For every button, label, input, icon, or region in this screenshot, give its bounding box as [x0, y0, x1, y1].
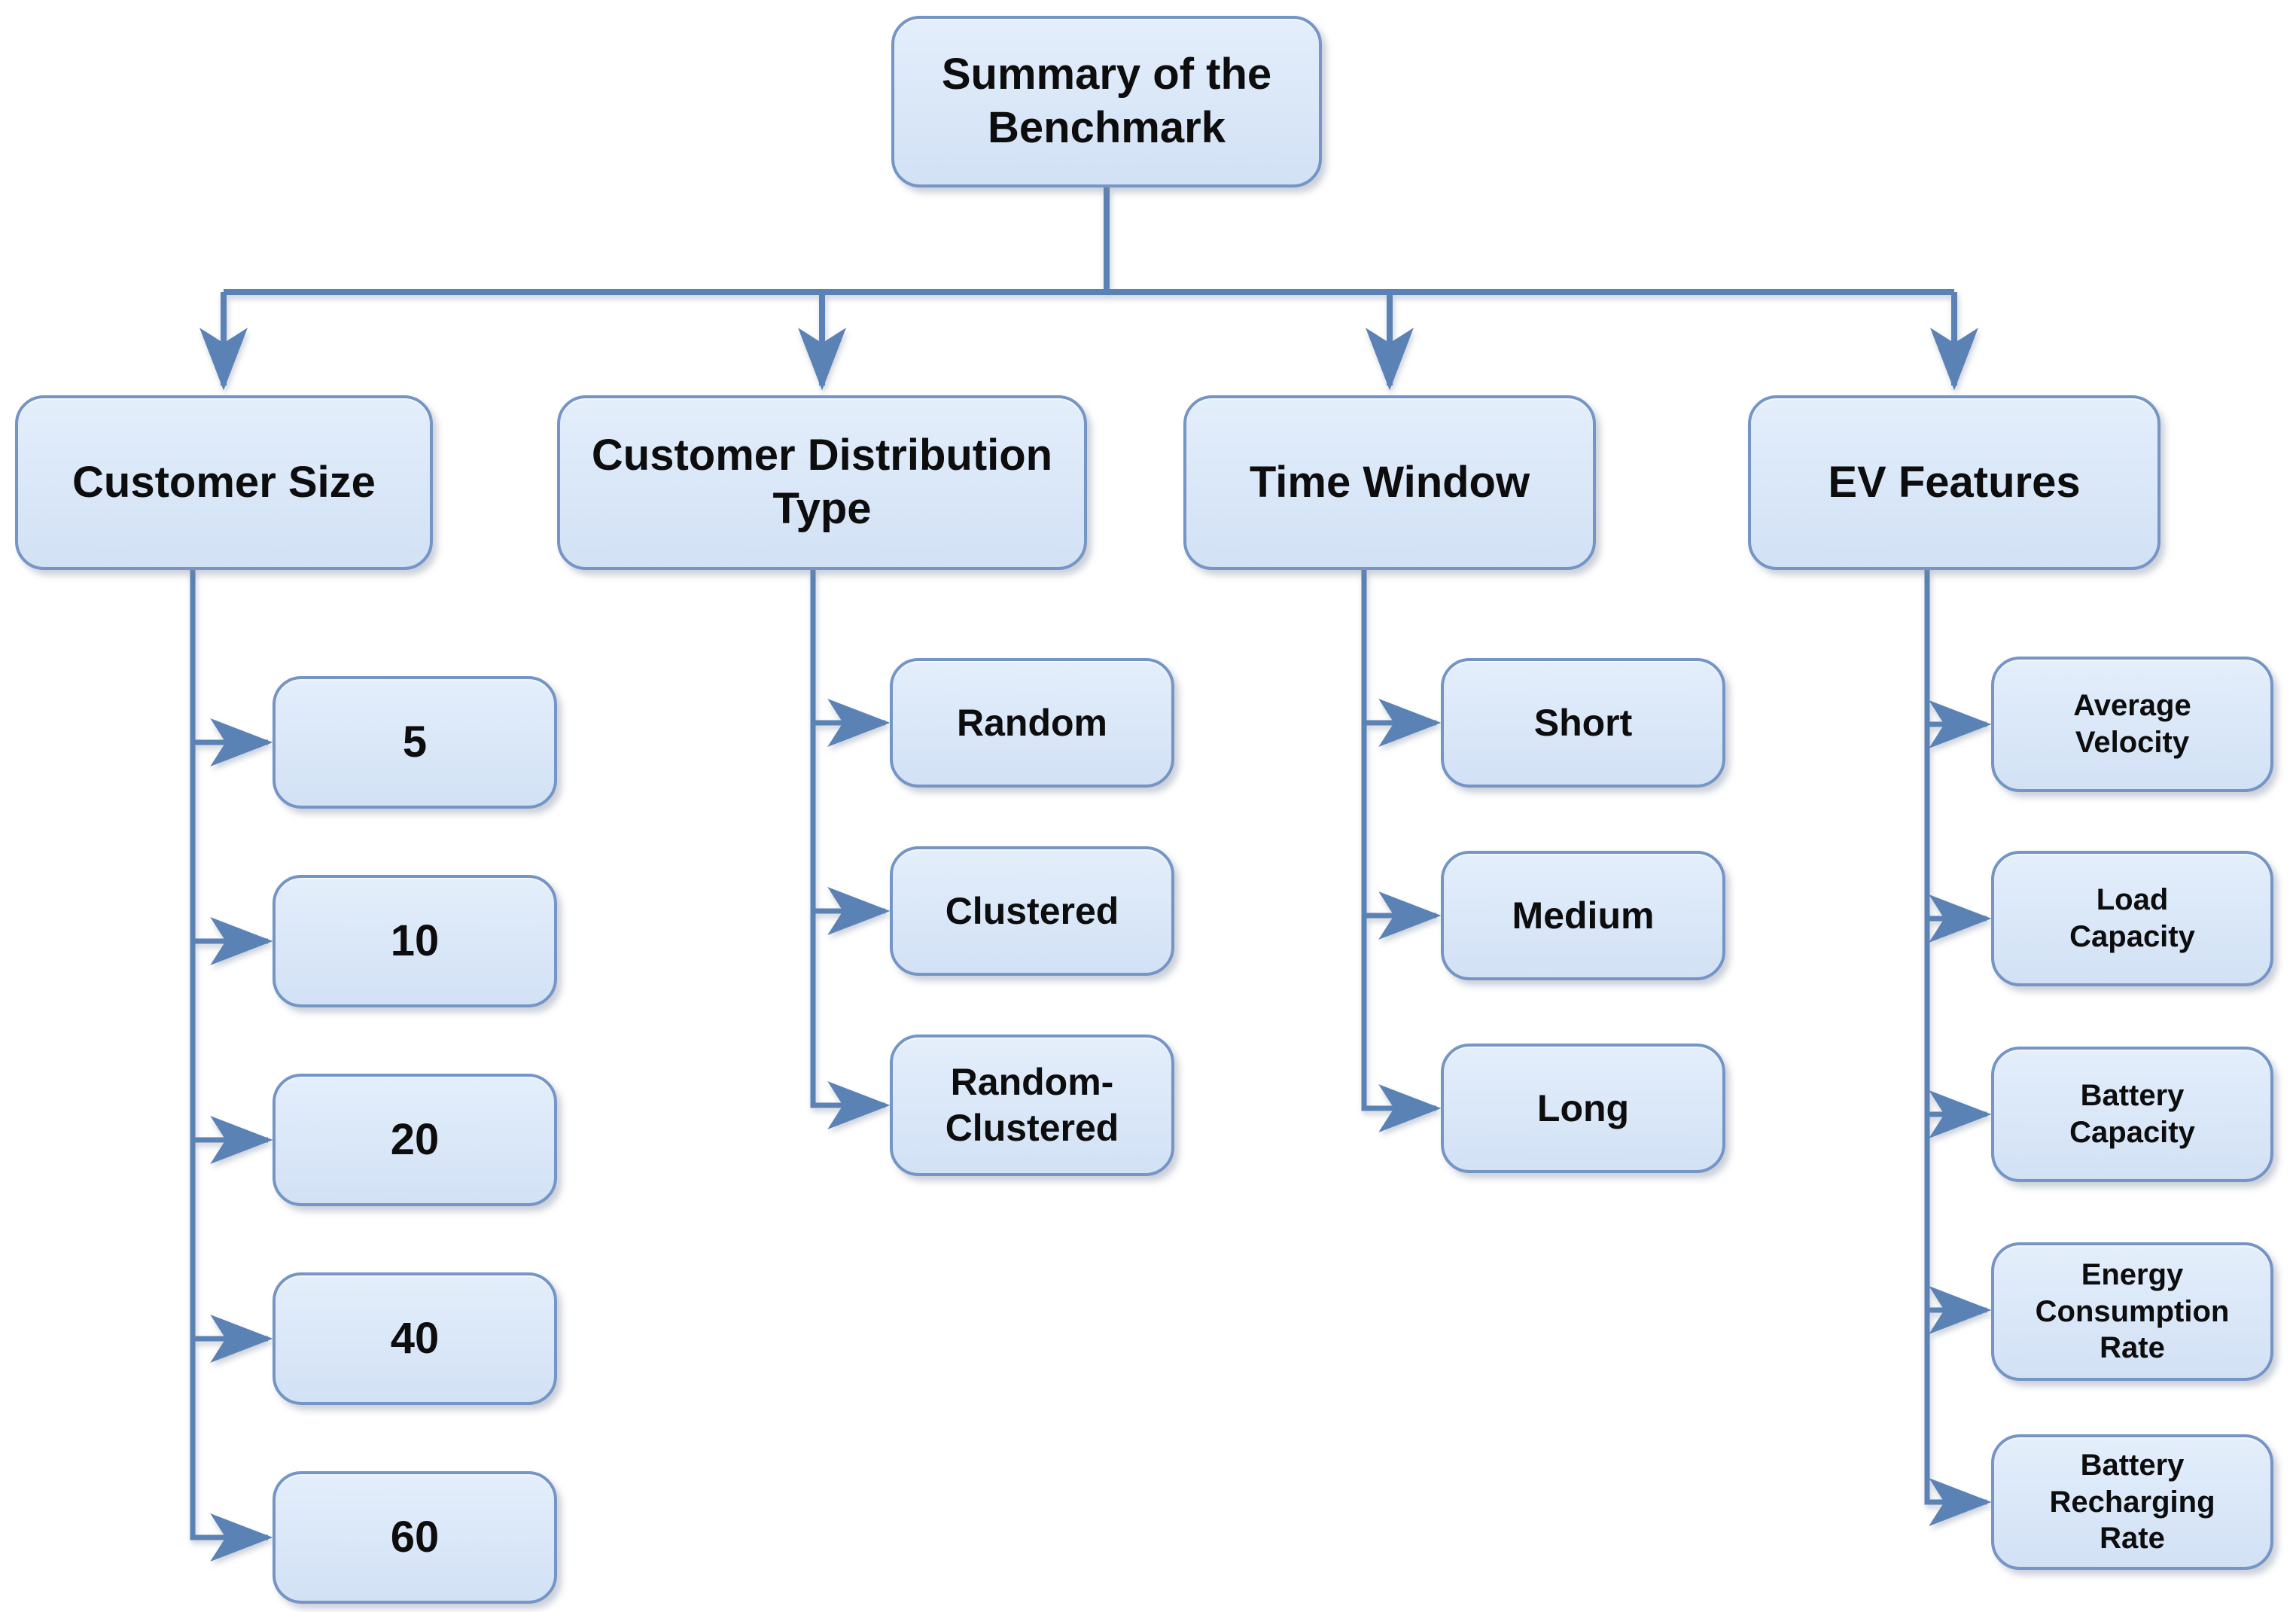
node-label: Customer Distribution Type	[591, 431, 1053, 533]
node-customer-size-5: 5	[273, 676, 557, 809]
node-medium: Medium	[1441, 851, 1725, 980]
node-time-window: Time Window	[1183, 395, 1596, 570]
connector-customer-size-trunk	[190, 570, 273, 1562]
connector-distribution-trunk	[810, 570, 891, 1129]
node-short: Short	[1441, 658, 1725, 788]
node-energy-consumption-rate: Energy Consumption Rate	[1991, 1242, 2273, 1381]
node-label: Long	[1536, 1086, 1630, 1129]
node-load-capacity: Load Capacity	[1991, 851, 2273, 986]
node-label: 60	[390, 1512, 440, 1562]
node-label: Time Window	[1249, 457, 1530, 507]
node-label: Energy Consumption Rate	[2035, 1257, 2230, 1365]
node-label: 5	[402, 717, 428, 766]
node-label: Customer Size	[72, 457, 376, 507]
node-average-velocity: Average Velocity	[1991, 657, 2273, 792]
node-label: Random- Clustered	[945, 1061, 1119, 1149]
node-label: Clustered	[945, 889, 1119, 932]
node-long: Long	[1441, 1044, 1725, 1173]
node-customer-size-20: 20	[273, 1074, 557, 1206]
connector-time-window-trunk	[1361, 570, 1442, 1132]
node-label: Battery Recharging Rate	[2049, 1448, 2215, 1556]
connector-ev-features-trunk	[1924, 570, 1992, 1526]
node-customer-size-40: 40	[273, 1272, 557, 1405]
node-customer-distribution-type: Customer Distribution Type	[557, 395, 1087, 570]
node-label: Load Capacity	[2069, 883, 2195, 953]
node-label: Medium	[1512, 894, 1655, 937]
node-summary-of-the-benchmark: Summary of the Benchmark	[891, 16, 1322, 187]
node-label: Summary of the Benchmark	[941, 50, 1272, 152]
node-battery-capacity: Battery Capacity	[1991, 1047, 2273, 1182]
node-label: 10	[390, 916, 440, 965]
node-label: 20	[390, 1114, 440, 1164]
node-customer-size-60: 60	[273, 1471, 557, 1604]
node-customer-size: Customer Size	[15, 395, 433, 570]
node-random: Random	[890, 658, 1174, 788]
node-random-clustered: Random- Clustered	[890, 1035, 1174, 1176]
node-label: Short	[1533, 701, 1633, 744]
node-label: Random	[957, 701, 1107, 744]
node-label: 40	[390, 1313, 440, 1363]
node-label: Average Velocity	[2073, 689, 2191, 759]
node-label: Battery Capacity	[2069, 1079, 2195, 1149]
node-clustered: Clustered	[890, 846, 1174, 976]
node-battery-recharging-rate: Battery Recharging Rate	[1991, 1434, 2273, 1570]
node-customer-size-10: 10	[273, 875, 557, 1007]
node-label: EV Features	[1828, 457, 2081, 507]
node-ev-features: EV Features	[1748, 395, 2160, 570]
